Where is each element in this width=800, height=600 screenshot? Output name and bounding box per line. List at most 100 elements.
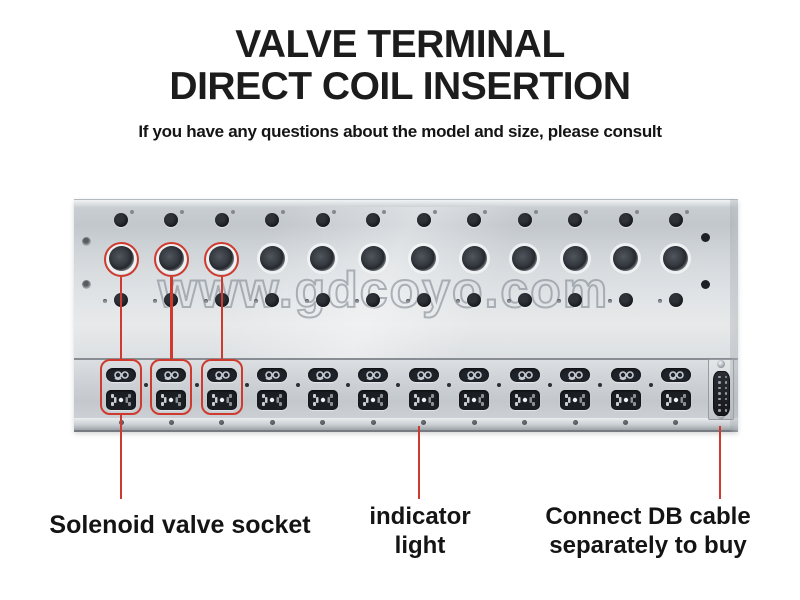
indicator-light-slot: [106, 368, 136, 382]
screw-mark: [456, 299, 461, 303]
screw-mark: [584, 210, 589, 214]
divider-dot: [547, 383, 552, 387]
valve-port-hole: [562, 246, 588, 271]
bottom-edge-bevel: [74, 418, 738, 432]
solenoid-valve-socket: [408, 390, 439, 410]
screw-mark: [130, 210, 134, 214]
valve-terminal: www.gdcoyo.com: [74, 199, 738, 432]
mounting-hole-bottom: [467, 293, 482, 307]
solenoid-valve-socket: [307, 390, 338, 410]
bottom-screw-hole: [219, 420, 225, 425]
screw-mark: [432, 210, 437, 214]
mounting-hole-bottom: [315, 293, 330, 307]
solenoid-valve-socket: [106, 390, 136, 410]
divider-dot: [194, 383, 199, 387]
screw-mark: [103, 299, 107, 303]
indicator-light-slot: [660, 368, 691, 382]
screw-mark: [405, 299, 410, 303]
edge-hole: [701, 233, 710, 242]
bottom-screw-hole: [370, 420, 376, 425]
edge-hole: [701, 280, 710, 289]
screw-mark: [331, 210, 336, 214]
mounting-hole-top: [114, 213, 128, 227]
divider-dot: [648, 383, 653, 387]
db-pin: [724, 375, 727, 378]
edge-screw-hole: [82, 280, 91, 289]
solenoid-valve-socket: [459, 390, 490, 410]
screw-mark: [634, 210, 639, 214]
screw-mark: [180, 210, 185, 214]
mounting-hole-bottom: [668, 293, 683, 307]
mounting-hole-bottom: [517, 293, 532, 307]
divider-dot: [497, 383, 502, 387]
title-line-1: VALVE TERMINAL: [235, 23, 565, 66]
mounting-hole-top: [568, 213, 583, 227]
indicator-light-slot: [206, 368, 237, 382]
bottom-screw-hole: [320, 420, 326, 425]
db-pin: [718, 409, 721, 412]
indicator-label-line-2: light: [394, 532, 446, 559]
valve-port-hole: [158, 246, 184, 271]
db-connector: [713, 371, 730, 416]
solenoid-valve-socket: [509, 390, 540, 410]
screw-mark: [684, 210, 689, 214]
bottom-screw-hole: [673, 420, 679, 425]
mounting-hole-bottom: [618, 293, 633, 307]
valve-port-hole: [108, 246, 134, 271]
valve-port-hole: [310, 246, 336, 271]
screw-mark: [203, 299, 208, 303]
mounting-hole-top: [366, 213, 381, 227]
mounting-hole-bottom: [214, 293, 229, 307]
mounting-hole-top: [265, 213, 280, 227]
db-pin: [724, 409, 727, 412]
indicator-light-slot: [509, 368, 540, 382]
top-edge-bevel: [74, 199, 738, 207]
right-side-face: [730, 199, 738, 432]
screw-mark: [557, 299, 562, 303]
divider-dot: [598, 383, 603, 387]
leader-line-indicator: [417, 426, 420, 499]
bottom-screw-hole: [168, 420, 174, 425]
solenoid-socket-label: Solenoid valve socket: [49, 511, 311, 539]
valve-port-hole: [613, 246, 638, 271]
screw-mark: [304, 299, 309, 303]
db-label-line-1: Connect DB cable: [545, 503, 751, 530]
db-cable-label: Connect DB cable separately to buy: [525, 502, 771, 560]
valve-port-hole: [461, 246, 487, 271]
bottom-screw-hole: [572, 420, 578, 425]
db-pin: [724, 403, 727, 406]
divider-dot: [295, 383, 300, 387]
manifold-top-plate: [74, 207, 738, 358]
indicator-light-slot: [560, 368, 591, 382]
indicator-light-slot: [408, 368, 439, 382]
mounting-hole-top: [517, 213, 532, 227]
valve-port-hole: [259, 246, 285, 271]
divider-dot: [245, 383, 250, 387]
screw-mark: [506, 299, 511, 303]
db-pin: [718, 375, 721, 378]
solenoid-valve-socket: [358, 390, 389, 410]
screw-mark: [607, 299, 612, 303]
indicator-light-label: indicator light: [340, 502, 500, 560]
db-pin: [724, 392, 727, 395]
screw-mark: [153, 299, 158, 303]
db-pin: [718, 403, 721, 406]
mounting-hole-bottom: [114, 293, 128, 307]
solenoid-valve-socket: [156, 390, 187, 410]
divider-dot: [396, 383, 401, 387]
db-pin: [718, 397, 721, 401]
mounting-hole-top: [467, 213, 482, 227]
edge-screw-hole: [82, 237, 91, 246]
db-pin: [718, 381, 721, 384]
screw-mark: [281, 210, 286, 214]
subtitle: If you have any questions about the mode…: [138, 122, 662, 141]
screw-mark: [533, 210, 538, 214]
mounting-hole-top: [416, 213, 431, 227]
bottom-screw-hole: [471, 420, 477, 425]
solenoid-valve-socket: [560, 390, 591, 410]
valve-port-hole: [209, 246, 235, 271]
bottom-screw-hole: [623, 420, 628, 425]
screw-mark: [382, 210, 387, 214]
mounting-hole-bottom: [568, 293, 583, 307]
